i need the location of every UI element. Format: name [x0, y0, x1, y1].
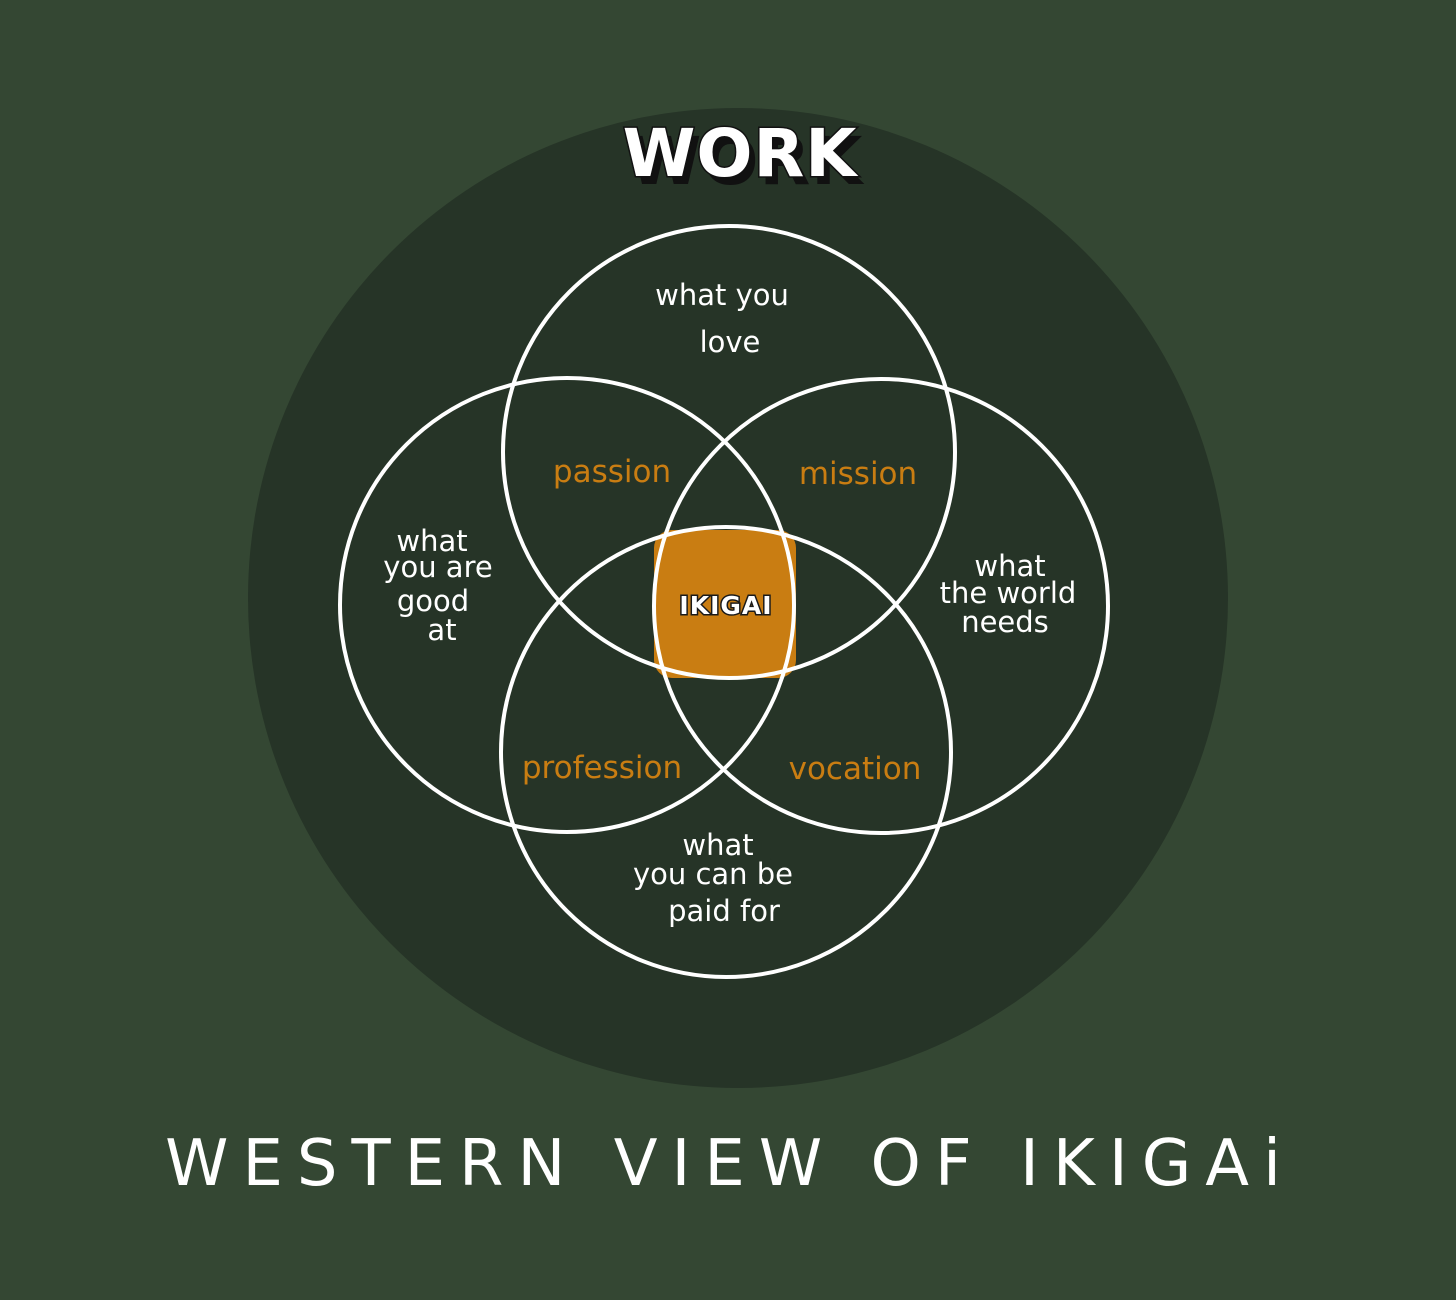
circle-what-you-can-be-paid-for — [499, 525, 953, 979]
top-circle-line-2: love — [700, 325, 761, 359]
right-circle-line-2: the world — [940, 576, 1077, 610]
right-circle-line-1: what — [974, 549, 1045, 583]
diagram-caption: WESTERN VIEW OF IKIGAi — [165, 1127, 1295, 1201]
bottom-circle-line-2: you can be — [633, 857, 793, 891]
left-circle-line-3: good — [397, 584, 469, 618]
circle-what-the-world-needs — [652, 377, 1110, 835]
left-circle-line-2: you are — [383, 550, 492, 584]
bottom-circle-line-1: what — [682, 828, 753, 862]
right-circle-line-3: needs — [961, 605, 1049, 639]
bottom-circle-line-3: paid for — [668, 894, 780, 928]
circle-what-you-love — [501, 224, 957, 680]
work-title: WORK — [623, 115, 860, 192]
top-circle-line-1: what you — [655, 278, 789, 312]
left-circle-line-4: at — [427, 613, 456, 647]
work-title-shadow: WORK — [629, 123, 866, 200]
overlap-label-profession: profession — [522, 750, 682, 786]
circle-what-you-are-good-at — [338, 376, 796, 834]
overlap-label-vocation: vocation — [789, 751, 922, 787]
overlap-label-passion: passion — [553, 454, 671, 490]
left-circle-line-1: what — [396, 524, 467, 558]
ikigai-center-label: IKIGAI — [679, 591, 772, 620]
ikigai-center-square — [654, 530, 796, 678]
overlap-label-mission: mission — [799, 456, 917, 492]
